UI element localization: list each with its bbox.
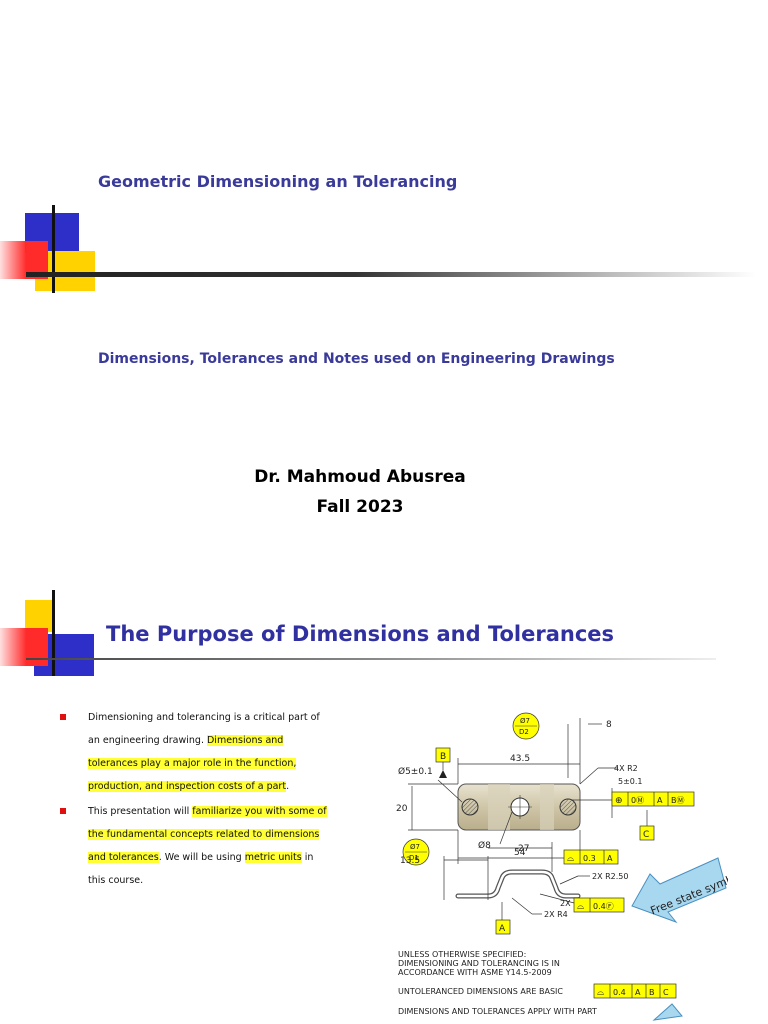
fcf-tolerance: 0Ⓜ: [631, 796, 644, 805]
bullet-text: Dimensioning and tolerancing is a critic…: [88, 712, 320, 746]
datum-a-box: [495, 919, 511, 935]
radius-callout: 4X R2: [614, 764, 638, 773]
callout-arrow-icon: [652, 1003, 683, 1021]
radius-4: 2X R4: [544, 910, 568, 919]
presentation-title: Geometric Dimensioning an Tolerancing: [98, 172, 458, 191]
content-slide: The Purpose of Dimensions and Tolerances…: [0, 560, 768, 1024]
position-tolerance: 5±0.1: [618, 777, 643, 786]
title-slide: Geometric Dimensioning an Tolerancing Di…: [0, 172, 756, 517]
highlighted-text: metric units: [244, 852, 302, 863]
profile-fcf-03: ⌓ 0.3 A: [563, 849, 619, 865]
profile-symbol-icon: ⌓: [577, 902, 584, 912]
fcf-value: 0.4: [613, 988, 626, 997]
part-top-view: [457, 783, 581, 831]
bullet-square-icon: [60, 808, 66, 814]
yellow-square: [25, 600, 53, 632]
radius-250: 2X R2.50: [592, 872, 628, 881]
dim-8: 8: [606, 720, 612, 730]
dim-43-5: 43.5: [510, 754, 530, 764]
red-square: [0, 628, 48, 666]
note-line-4: UNTOLERANCED DIMENSIONS ARE BASIC: [398, 987, 563, 996]
bullet-item-2: This presentation will familiarize you w…: [58, 800, 328, 892]
author-name: Dr. Mahmoud Abusrea: [254, 467, 466, 487]
d1-label: D1: [409, 854, 419, 862]
note-line-1: UNLESS OTHERWISE SPECIFIED:: [398, 950, 526, 959]
d1-diameter: Ø7: [410, 843, 420, 851]
profile-fcf-note: ⌓ 0.4 A B C: [593, 983, 677, 999]
part-side-view: [455, 869, 581, 899]
note-line-2: DIMENSIONING AND TOLERANCING IS IN: [398, 959, 560, 968]
engineering-drawing: 43.5 8 Ø5±0.1 4X R2 5±0.1 20 Ø8 54 B Ø7 …: [392, 708, 728, 1024]
bullet-text: . We will be using: [158, 852, 245, 863]
dim-27: 27: [518, 844, 529, 854]
profile-symbol-icon: ⌓: [567, 854, 574, 864]
profile-fcf-04f: ⌓ 0.4Ⓕ: [573, 897, 625, 913]
bullet-item-1: Dimensioning and tolerancing is a critic…: [58, 706, 328, 798]
dim-20: 20: [396, 804, 408, 814]
datum-c-box: [639, 825, 655, 841]
two-x: 2X: [560, 899, 571, 908]
slide-title: The Purpose of Dimensions and Tolerances: [106, 622, 615, 646]
vertical-rule: [52, 205, 55, 293]
bullet-text: .: [286, 781, 290, 792]
note-line-3: ACCORDANCE WITH ASME Y14.5-2009: [398, 968, 552, 977]
fcf-datum-a: A: [657, 796, 663, 805]
fcf-datum-b: BⓂ: [671, 796, 685, 805]
fcf-datum-b: B: [649, 988, 655, 997]
hole-diameter: Ø5±0.1: [398, 766, 433, 777]
datum-b: B: [440, 752, 446, 762]
bullet-square-icon: [60, 714, 66, 720]
profile-symbol-icon: ⌓: [597, 988, 604, 998]
fcf-datum: A: [607, 854, 613, 863]
fcf-value: 0.3: [583, 854, 596, 863]
corner-decoration: [0, 205, 100, 295]
title-underline: [26, 658, 716, 660]
bullet-text: in this course.: [88, 852, 314, 886]
corner-decoration: [0, 590, 100, 680]
datum-c: C: [643, 830, 649, 840]
free-state-callout: Free state symbol: [631, 857, 728, 924]
position-symbol-icon: ⊕: [615, 796, 623, 806]
bullet-text: This presentation will: [88, 806, 193, 817]
fcf-datum-c: C: [663, 988, 669, 997]
presentation-subtitle: Dimensions, Tolerances and Notes used on…: [98, 351, 615, 367]
fcf-datum-a: A: [635, 988, 641, 997]
d2-label: D2: [519, 728, 529, 736]
horizontal-rule: [26, 272, 756, 277]
diameter-8: Ø8: [478, 840, 491, 851]
side-dimension-lines: [443, 842, 590, 920]
term: Fall 2023: [316, 497, 404, 517]
vertical-rule: [52, 590, 55, 676]
dim-13-5: 13.5: [400, 856, 420, 866]
position-feature-control-frame: ⊕ 0Ⓜ A BⓂ: [611, 791, 695, 807]
d2-diameter: Ø7: [520, 717, 530, 725]
dim-54: 54: [514, 848, 526, 858]
note-line-5: DIMENSIONS AND TOLERANCES APPLY WITH PAR…: [398, 1007, 597, 1016]
datum-a: A: [499, 924, 506, 934]
bullet-list: Dimensioning and tolerancing is a critic…: [58, 706, 328, 894]
fcf-value: 0.4Ⓕ: [593, 902, 614, 911]
